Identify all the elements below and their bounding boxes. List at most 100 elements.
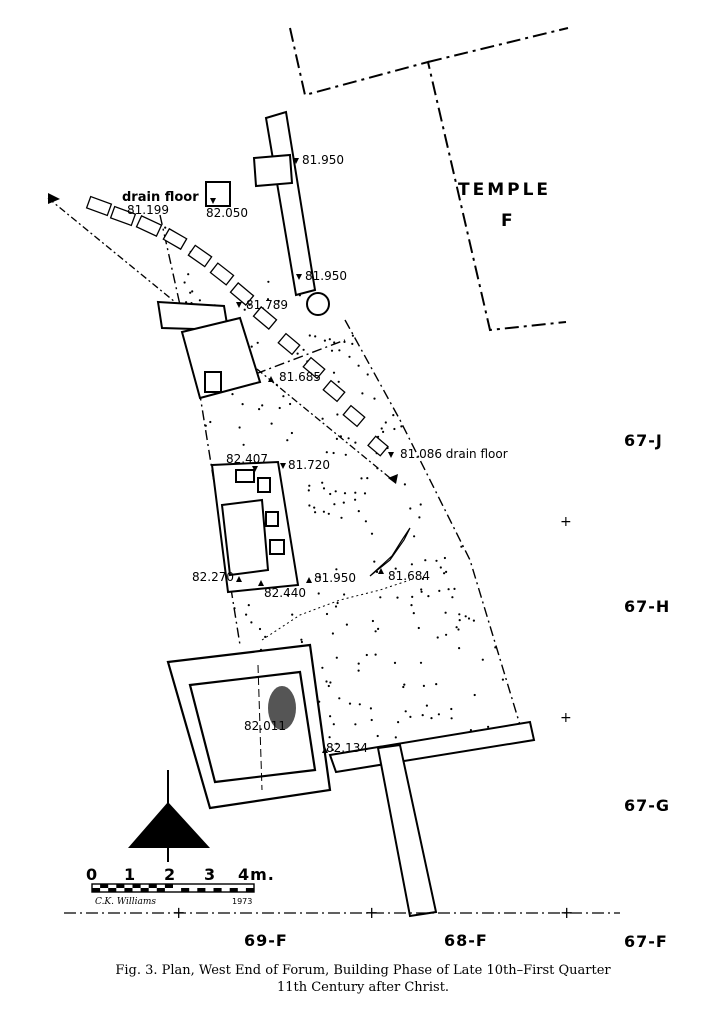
- gravel-dot: [501, 678, 504, 681]
- gravel-dot: [354, 441, 357, 444]
- gravel-dot: [183, 281, 186, 284]
- building-south: [166, 643, 332, 810]
- gravel-dot: [331, 748, 334, 752]
- grid-label-69f: 69-F: [244, 931, 288, 950]
- gravel-dot: [191, 290, 194, 293]
- gravel-dot: [393, 427, 396, 431]
- gravel-dot: [335, 568, 338, 571]
- gravel-dot: [409, 507, 412, 510]
- gravel-dot: [258, 408, 261, 411]
- gravel-dot: [321, 417, 324, 420]
- gravel-dot: [250, 621, 253, 624]
- gravel-dot: [384, 421, 387, 424]
- temple-f-label: TEMPLE F: [458, 180, 548, 231]
- gravel-dot: [241, 403, 244, 406]
- scale-segment: [213, 888, 222, 892]
- gravel-dot: [412, 612, 415, 615]
- gravel-dot: [445, 633, 448, 636]
- gravel-dot: [420, 590, 423, 593]
- label-drain-floor-top: drain floor: [122, 190, 199, 205]
- scale-segment: [229, 888, 238, 892]
- gravel-dot: [278, 406, 281, 410]
- gravel-dot: [332, 451, 335, 455]
- gravel-dot: [323, 339, 326, 342]
- trench-line: [261, 579, 411, 641]
- gravel-dot: [164, 226, 167, 229]
- gravel-dot: [455, 626, 458, 629]
- gravel-dot: [435, 683, 438, 686]
- gravel-dot: [402, 685, 405, 689]
- gravel-dot: [472, 619, 475, 622]
- gravel-dot: [329, 492, 332, 496]
- gravel-dot: [373, 560, 376, 563]
- gravel-dot: [247, 604, 250, 607]
- dark-patch: [268, 686, 296, 730]
- scale-tick-3: 3: [204, 865, 216, 884]
- gravel-dot: [209, 420, 212, 424]
- gravel-dot: [322, 510, 325, 513]
- gravel-dot: [343, 593, 346, 596]
- gravel-dot: [336, 601, 339, 605]
- gravel-dot: [300, 640, 303, 644]
- gravel-dot: [464, 615, 467, 618]
- scale-segment: [108, 888, 117, 892]
- gravel-dot: [296, 352, 299, 355]
- gravel-dot: [445, 570, 448, 574]
- gravel-dot: [417, 626, 420, 630]
- gravel-dot: [258, 627, 262, 631]
- gravel-dot: [473, 693, 476, 697]
- drain-channel: [47, 193, 398, 484]
- gravel-dot: [382, 430, 385, 433]
- scale-segment: [197, 888, 206, 892]
- gravel-dot: [335, 437, 338, 440]
- temple-label-line2: F: [501, 211, 516, 231]
- gravel-dot: [343, 492, 347, 495]
- figure-caption: Fig. 3. Plan, West End of Forum, Buildin…: [40, 962, 686, 996]
- gravel-dot: [335, 656, 338, 659]
- gravel-dot: [443, 572, 446, 575]
- gravel-dot: [248, 303, 251, 306]
- gravel-dot: [392, 414, 395, 417]
- gravel-dot: [396, 596, 399, 599]
- elev-82050: 82.050: [206, 206, 248, 220]
- gravel-dot: [450, 717, 453, 720]
- elev-81720: 81.720: [288, 458, 330, 472]
- gravel-dot: [458, 619, 461, 622]
- gravel-dot: [427, 595, 430, 598]
- gravel-dot: [327, 512, 330, 515]
- gravel-dot: [330, 349, 334, 352]
- gravel-dot: [457, 628, 460, 631]
- gravel-dot: [481, 658, 484, 661]
- gravel-dot: [354, 491, 357, 494]
- gravel-dot: [403, 683, 406, 686]
- gravel-dot: [245, 613, 248, 616]
- well-circle: [306, 292, 330, 316]
- north-wall: [205, 110, 330, 316]
- gravel-dot: [314, 335, 317, 338]
- gravel-dot: [189, 291, 192, 294]
- elev-81950-a: 81.950: [302, 153, 344, 167]
- gravel-dot: [318, 576, 322, 579]
- gravel-dot: [243, 308, 246, 311]
- gravel-dot: [332, 723, 335, 726]
- gravel-dot: [357, 662, 360, 665]
- gravel-dot: [436, 636, 439, 639]
- gravel-dot: [331, 632, 334, 635]
- elev-81789: 81.789: [246, 298, 288, 312]
- elev-81684: 81.684: [388, 569, 430, 583]
- gravel-dot: [231, 393, 234, 396]
- gravel-dot: [264, 635, 267, 639]
- gravel-dot: [460, 545, 463, 548]
- elev-81086-drain-floor: 81.086 drain floor: [400, 447, 508, 461]
- scale-segment: [164, 884, 173, 888]
- gravel-dot: [413, 535, 416, 538]
- gravel-dot: [358, 703, 361, 706]
- scale-tick-1: 1: [124, 865, 136, 884]
- scale-segment: [140, 888, 149, 892]
- gravel-dot: [376, 734, 379, 738]
- scale-year: 1973: [232, 897, 252, 906]
- gravel-dot: [366, 373, 369, 376]
- gravel-dot: [418, 516, 421, 519]
- gravel-dot: [410, 563, 413, 566]
